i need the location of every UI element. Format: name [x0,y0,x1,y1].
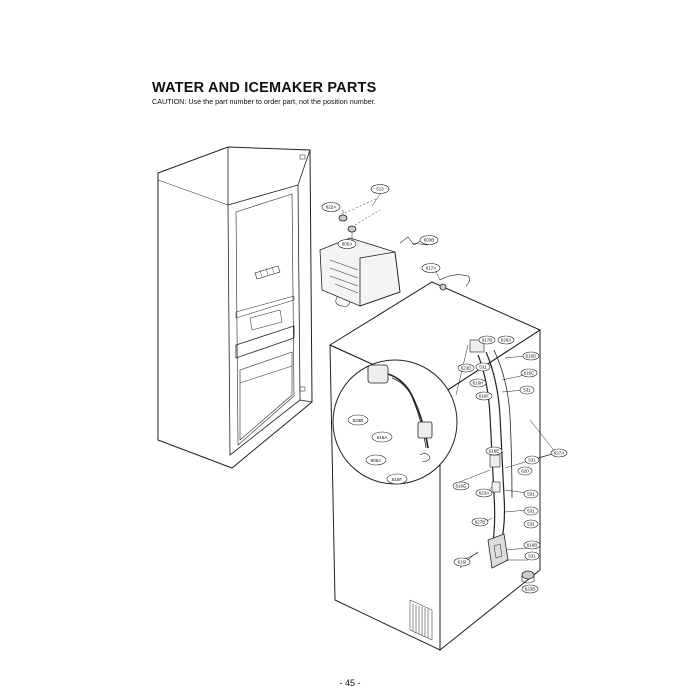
callout-627a [550,448,568,458]
callout-616c [520,368,538,378]
callout-531f [523,519,539,529]
callout-label: 617B [482,338,493,343]
callout-label: 616G [455,484,467,489]
callout-617b [478,335,496,345]
callout-label: 627A [554,451,565,456]
callout-label: 531 [527,492,535,497]
callout-label: 531 [479,365,487,370]
callout-label: 627B [475,520,486,525]
callout-623a [475,488,493,498]
callout-623b [521,584,539,594]
callout-616a-detail [371,431,393,443]
callout-label: 617A [426,266,437,271]
callout-622a [321,202,341,212]
callout-label: 616A [377,435,388,440]
callout-620 [517,466,533,476]
callout-label: 623B [353,418,364,423]
callout-623d [457,363,475,373]
callout-616d [522,351,540,361]
callout-616b [523,540,541,550]
callout-616h [469,378,487,388]
callout-531b [519,385,535,395]
callout-label: 623D [461,366,473,371]
callout-label: 531 [528,458,536,463]
callout-616f-detail [386,473,408,485]
callout-label: 531 [528,554,536,559]
page-title: WATER AND ICEMAKER PARTS [152,80,377,96]
callout-label: 623B [525,587,536,592]
callout-label: 531 [527,509,535,514]
callout-531a [475,362,491,372]
callout-605a [337,239,357,249]
callout-531c [524,455,540,465]
callout-623b-detail [347,414,369,426]
callout-label: 616C [524,371,536,376]
detail-magnifier [332,344,469,485]
callout-label: 605A [371,458,382,463]
callout-531e [523,506,539,516]
callout-617a [421,263,441,273]
callout-label: 623A [479,491,490,496]
callout-513 [370,184,390,194]
callout-603b [419,235,439,245]
callout-label: 616E [489,449,500,454]
callout-label: 513 [376,187,384,192]
caution-note: CAUTION: Use the part number to order pa… [152,97,376,106]
callout-605a-detail [365,454,387,466]
page-number: - 45 - [339,678,361,688]
callout-label: 605A [342,242,353,247]
callouts [321,184,568,594]
callout-531d [523,489,539,499]
callout-label: 622A [326,205,337,210]
left-cabinet [157,146,313,469]
callout-label: 626A [501,338,512,343]
callout-626a [497,335,515,345]
callout-label: 531 [523,388,531,393]
callout-616e [485,446,503,456]
callout-label: 616F [479,394,490,399]
callout-616f [475,391,493,401]
callout-label: 620 [521,469,529,474]
callout-label: 616D [526,354,538,359]
callout-627b [471,517,489,527]
callout-label: 616H [473,381,484,386]
callout-label: 616I [458,560,467,565]
callout-label: 603B [424,238,435,243]
callout-531g [524,551,540,561]
callout-label: 531 [527,522,535,527]
icemaker-assembly [319,197,470,307]
callout-616i [453,557,471,567]
callout-label: 616F [392,477,403,482]
callout-labels: 513 622A 605A 603B 617A 617B 626A 616D 6… [326,187,565,592]
callout-616g [452,481,470,491]
callout-label: 616B [527,543,538,548]
